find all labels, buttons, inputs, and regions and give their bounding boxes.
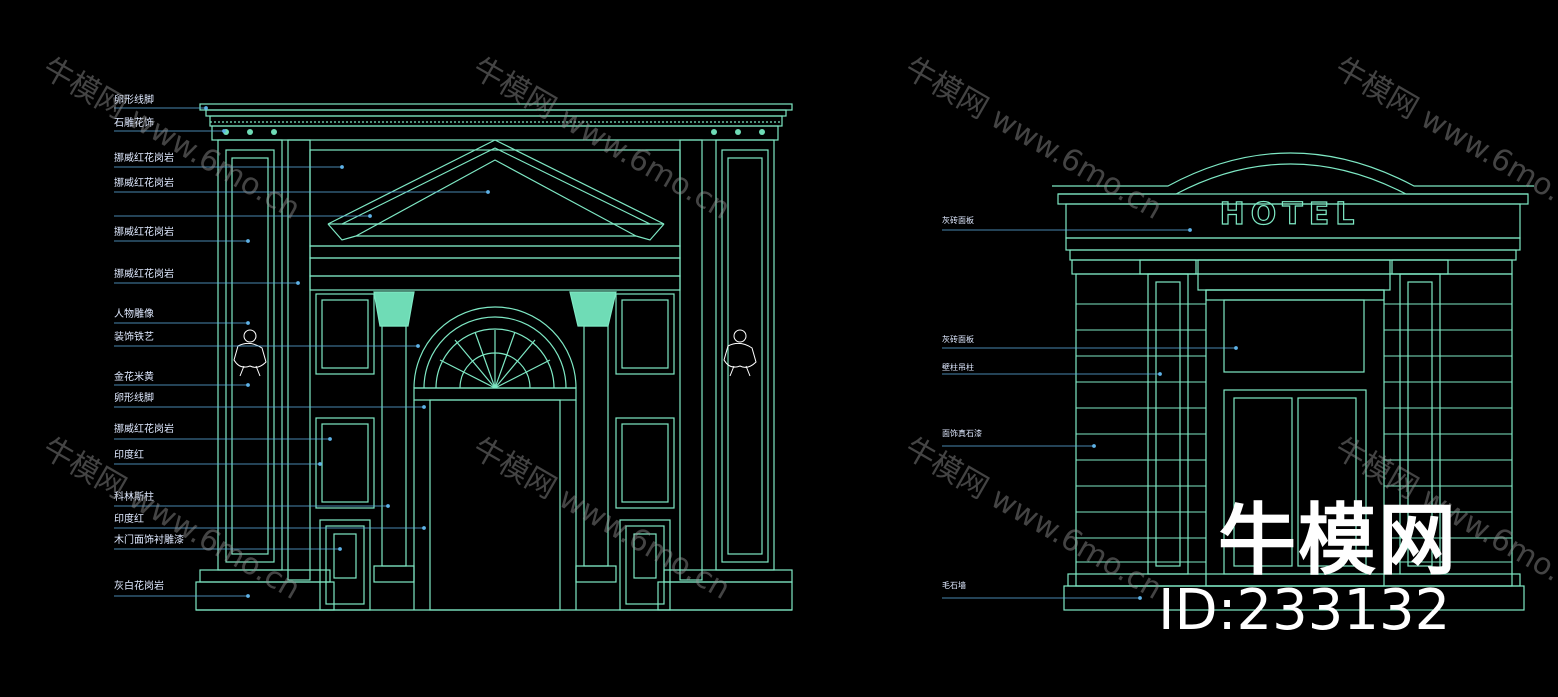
brand-id: ID:233132: [1158, 578, 1451, 643]
left-label-3: 挪威红花岗岩: [114, 178, 174, 189]
fanlight-spokes: [439, 330, 551, 389]
stone-courses: [1076, 303, 1512, 563]
hotel-sign: HOTEL: [1220, 197, 1361, 232]
left-label-13: 印度红: [114, 514, 144, 525]
right-leader-lines: [942, 228, 1238, 600]
left-leader-lines: [114, 106, 490, 598]
right-label-3: 面饰真石漆: [942, 429, 982, 438]
left-label-2: 挪威红花岗岩: [114, 153, 174, 164]
left-label-9: 卵形线脚: [114, 393, 154, 404]
right-label-0: 灰砖面板: [942, 216, 974, 225]
left-label-15: 灰白花岗岩: [114, 581, 164, 592]
left-label-11: 印度红: [114, 450, 144, 461]
frieze-ornaments: [223, 129, 765, 135]
left-label-10: 挪威红花岗岩: [114, 424, 174, 435]
left-label-0: 卵形线脚: [114, 95, 154, 106]
left-label-7: 装饰铁艺: [114, 332, 154, 343]
brand-name: 牛模网: [1218, 496, 1459, 586]
left-label-1: 石雕花饰: [114, 118, 154, 129]
right-label-1: 灰砖面板: [942, 335, 974, 344]
left-label-6: 人物雕像: [114, 309, 154, 320]
right-label-4: 毛石墙: [942, 581, 966, 590]
left-label-14: 木门面饰衬雕漆: [114, 535, 184, 546]
left-label-12: 科林斯柱: [114, 492, 154, 503]
left-label-8: 金花米黄: [114, 372, 154, 383]
left-label-5: 挪威红花岗岩: [114, 269, 174, 280]
statue-left: [233, 329, 267, 377]
statue-right: [723, 329, 757, 377]
left-elevation: [195, 103, 793, 611]
left-label-4: 挪威红花岗岩: [114, 227, 174, 238]
right-label-2: 壁柱吊柱: [942, 363, 974, 372]
